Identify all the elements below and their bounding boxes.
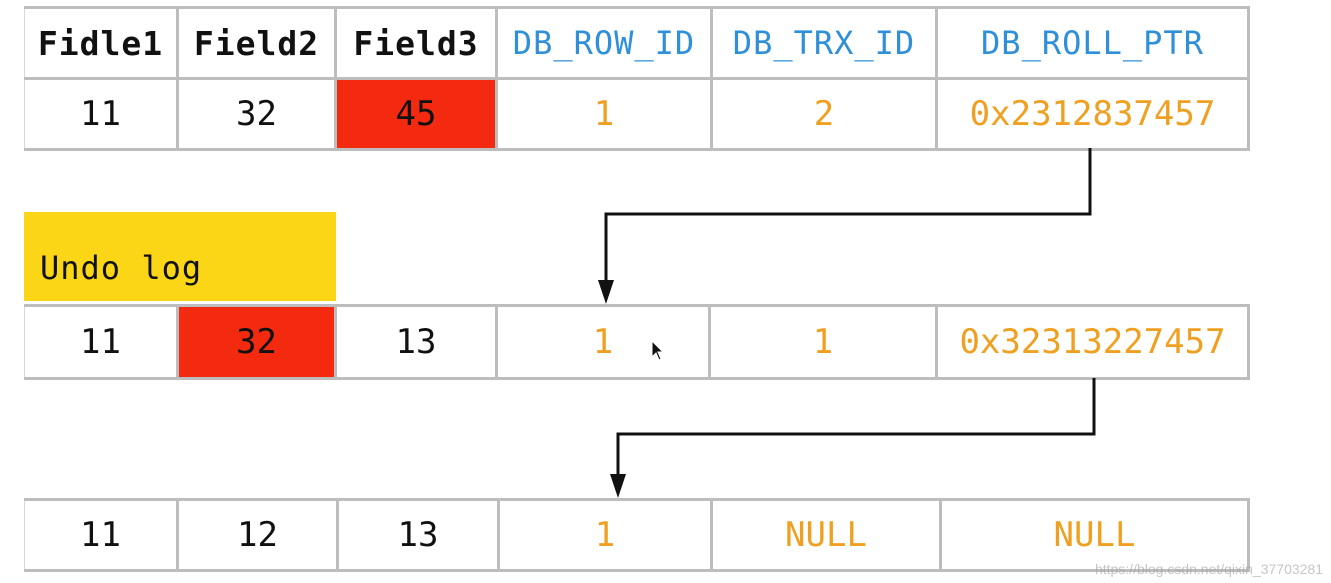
arrowhead-2 (610, 474, 626, 498)
current-db-roll-ptr: 0x2312837457 (938, 80, 1250, 148)
header-field2: Field2 (179, 9, 337, 77)
undo-log-label: Undo log (40, 249, 203, 287)
header-db-row-id: DB_ROW_ID (498, 9, 713, 77)
undo1-db-row-id: 1 (498, 307, 711, 377)
current-field3-changed: 45 (337, 80, 498, 148)
arrow-undo1-to-undo2 (610, 378, 1096, 498)
mouse-cursor-icon (651, 340, 665, 361)
current-db-trx-id: 2 (713, 80, 938, 148)
current-field2: 32 (179, 80, 337, 148)
undo1-db-trx-id: 1 (711, 307, 938, 377)
undo2-db-roll-ptr: NULL (942, 501, 1250, 569)
header-fidle1: Fidle1 (24, 9, 179, 77)
undo2-db-trx-id: NULL (713, 501, 942, 569)
undo-log-row-1: 11 32 13 1 1 0x32313227457 (24, 304, 1250, 380)
undo-log-row-2: 11 12 13 1 NULL NULL (24, 498, 1250, 572)
undo2-db-row-id: 1 (500, 501, 713, 569)
undo2-field3: 13 (339, 501, 500, 569)
header-field3: Field3 (337, 9, 498, 77)
undo1-field1: 11 (24, 307, 179, 377)
header-db-trx-id: DB_TRX_ID (713, 9, 938, 77)
undo2-field1: 11 (24, 501, 179, 569)
header-db-roll-ptr: DB_ROLL_PTR (938, 9, 1250, 77)
arrow-current-to-undo1 (598, 148, 1092, 304)
arrowhead-1 (598, 280, 614, 304)
undo1-field2-changed: 32 (179, 307, 337, 377)
undo1-field3: 13 (337, 307, 498, 377)
watermark: https://blog.csdn.net/qixin_37703281 (1094, 561, 1323, 577)
current-record-row: 11 32 45 1 2 0x2312837457 (24, 77, 1250, 151)
current-field1: 11 (24, 80, 179, 148)
current-db-row-id: 1 (498, 80, 713, 148)
header-row: Fidle1 Field2 Field3 DB_ROW_ID DB_TRX_ID… (24, 6, 1250, 80)
undo-log-label-box: Undo log (24, 212, 336, 301)
undo1-db-roll-ptr: 0x32313227457 (938, 307, 1250, 377)
undo2-field2: 12 (179, 501, 339, 569)
